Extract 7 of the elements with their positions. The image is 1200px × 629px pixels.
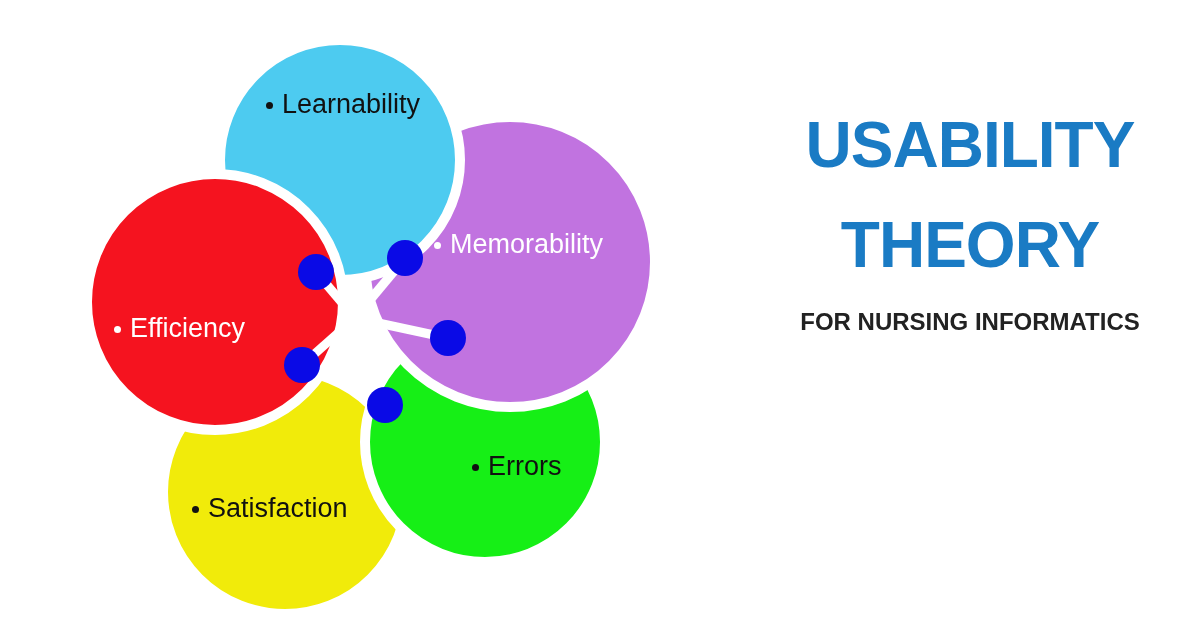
petal-label: Learnability [282,88,421,120]
subtitle: FOR NURSING INFORMATICS [799,308,1141,336]
title: USABILITY THEORY [804,108,1136,283]
petal-label: Memorability [450,228,604,260]
petal-label: Efficiency [130,312,246,344]
petal-label: Satisfaction [208,492,348,524]
petal-label: Errors [488,450,562,482]
